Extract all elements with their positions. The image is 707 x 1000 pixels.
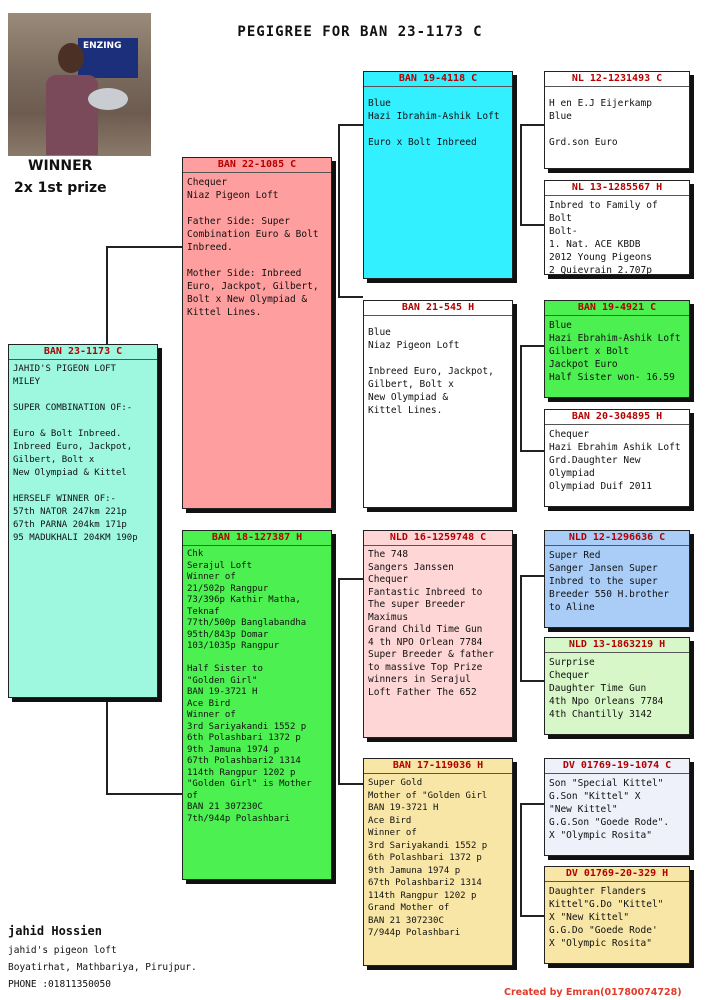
card-ring-number: BAN 17-119036 H <box>364 759 512 774</box>
card-details: Blue Hazi Ebrahim-Ashik Loft Gilbert x B… <box>549 320 681 383</box>
sds-card[interactable]: BAN 19-4921 C Blue Hazi Ebrahim-Ashik Lo… <box>544 300 690 398</box>
card-details: Chk Serajul Loft Winner of 21/502p Rangp… <box>187 549 312 824</box>
sire-dam-card[interactable]: BAN 21-545 H Blue Niaz Pigeon Loft Inbre… <box>363 300 513 508</box>
connector <box>520 680 544 682</box>
card-ring-number: BAN 19-4118 C <box>364 72 512 87</box>
dsd-card[interactable]: NLD 13-1863219 H Surprise Chequer Daught… <box>544 637 690 735</box>
card-details: Blue Niaz Pigeon Loft Inbreed Euro, Jack… <box>368 327 494 416</box>
card-details: Inbred to Family of Bolt Bolt- 1. Nat. A… <box>549 200 658 276</box>
card-ring-number: NLD 12-1296636 C <box>545 531 689 546</box>
connector <box>106 793 182 795</box>
card-details: Blue Hazi Ibrahim-Ashik Loft Euro x Bolt… <box>368 98 500 148</box>
photo-banner-text: ENZING <box>83 41 122 51</box>
card-ring-number: BAN 22-1085 C <box>183 158 331 173</box>
sire-sire-card[interactable]: BAN 19-4118 C Blue Hazi Ibrahim-Ashik Lo… <box>363 71 513 279</box>
card-ring-number: NL 12-1231493 C <box>545 72 689 87</box>
connector <box>106 246 108 344</box>
connector <box>520 915 544 917</box>
card-details: Surprise Chequer Daughter Time Gun 4th N… <box>549 657 664 720</box>
dam-card[interactable]: BAN 18-127387 H Chk Serajul Loft Winner … <box>182 530 332 880</box>
creator-credit: Created by Emran(01780074728) <box>504 987 682 998</box>
prize-label: 2x 1st prize <box>14 180 107 196</box>
connector <box>520 345 522 450</box>
connector <box>520 575 522 680</box>
connector <box>106 246 182 248</box>
owner-name: jahid Hossien <box>8 924 102 938</box>
card-ring-number: NL 13-1285567 H <box>545 181 689 196</box>
connector <box>338 783 363 785</box>
card-ring-number: BAN 19-4921 C <box>545 301 689 316</box>
connector <box>338 296 363 298</box>
connector <box>520 345 544 347</box>
page-title: PEGIGREE FOR BAN 23-1173 C <box>237 24 483 40</box>
card-ring-number: BAN 20-304895 H <box>545 410 689 425</box>
phone-number: PHONE :01811350050 <box>8 979 111 990</box>
connector <box>520 575 544 577</box>
connector <box>520 124 522 224</box>
connector <box>520 224 544 226</box>
card-ring-number: DV 01769-20-329 H <box>545 867 689 882</box>
connector <box>338 578 363 580</box>
ssd-card[interactable]: NL 13-1285567 H Inbred to Family of Bolt… <box>544 180 690 276</box>
card-ring-number: BAN 21-545 H <box>364 301 512 316</box>
card-details: Super Red Sanger Jansen Super Inbred to … <box>549 550 670 613</box>
sire-card[interactable]: BAN 22-1085 C Chequer Niaz Pigeon Loft F… <box>182 157 332 509</box>
card-details: JAHID'S PIGEON LOFT MILEY SUPER COMBINAT… <box>13 364 138 543</box>
card-ring-number: NLD 13-1863219 H <box>545 638 689 653</box>
connector <box>520 450 544 452</box>
card-ring-number: NLD 16-1259748 C <box>364 531 512 546</box>
subject-card[interactable]: BAN 23-1173 C JAHID'S PIGEON LOFT MILEY … <box>8 344 158 698</box>
card-details: Daughter Flanders Kittel"G.Do "Kittel" X… <box>549 886 664 949</box>
card-details: Super Gold Mother of "Golden Girl BAN 19… <box>368 778 488 938</box>
person-head <box>58 43 84 73</box>
card-details: Chequer Hazi Ebrahim Ashik Loft Grd.Daug… <box>549 429 681 492</box>
person-body <box>46 75 98 155</box>
dds-card[interactable]: DV 01769-19-1074 C Son "Special Kittel" … <box>544 758 690 856</box>
winner-photo: ENZING <box>8 13 151 156</box>
card-ring-number: BAN 18-127387 H <box>183 531 331 546</box>
sss-card[interactable]: NL 12-1231493 C H en E.J Eijerkamp Blue … <box>544 71 690 169</box>
address: Boyatirhat, Mathbariya, Pirujpur. <box>8 962 197 973</box>
connector <box>520 803 522 915</box>
pigeon-icon <box>88 88 128 110</box>
dam-sire-card[interactable]: NLD 16-1259748 C The 748 Sangers Janssen… <box>363 530 513 738</box>
card-details: H en E.J Eijerkamp Blue Grd.son Euro <box>549 98 652 148</box>
connector <box>338 124 340 296</box>
card-details: Chequer Niaz Pigeon Loft Father Side: Su… <box>187 177 319 318</box>
card-details: The 748 Sangers Janssen Chequer Fantasti… <box>368 549 494 698</box>
sdd-card[interactable]: BAN 20-304895 H Chequer Hazi Ebrahim Ash… <box>544 409 690 507</box>
dss-card[interactable]: NLD 12-1296636 C Super Red Sanger Jansen… <box>544 530 690 628</box>
dam-dam-card[interactable]: BAN 17-119036 H Super Gold Mother of "Go… <box>363 758 513 966</box>
card-ring-number: BAN 23-1173 C <box>9 345 157 360</box>
connector <box>106 698 108 793</box>
connector <box>520 124 544 126</box>
card-details: Son "Special Kittel" G.Son "Kittel" X "N… <box>549 778 670 841</box>
connector <box>338 124 363 126</box>
ddd-card[interactable]: DV 01769-20-329 H Daughter Flanders Kitt… <box>544 866 690 964</box>
card-ring-number: DV 01769-19-1074 C <box>545 759 689 774</box>
photo-banner <box>78 38 138 78</box>
connector <box>338 578 340 783</box>
connector <box>520 803 544 805</box>
loft-name: jahid's pigeon loft <box>8 945 117 956</box>
winner-label: WINNER <box>28 158 93 174</box>
